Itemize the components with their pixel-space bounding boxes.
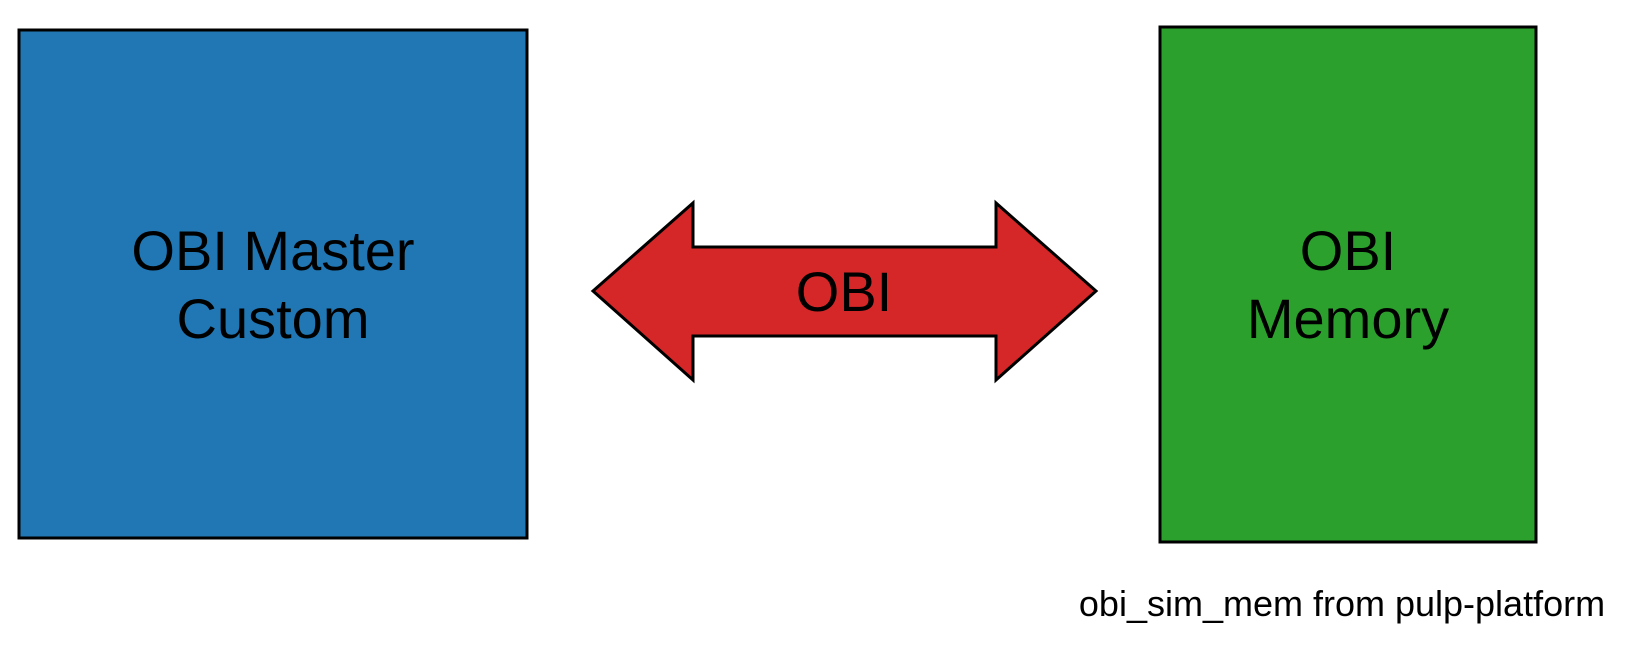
obi-memory-label-line2: Memory	[1247, 287, 1449, 350]
obi-master-block: OBI Master Custom	[17, 28, 529, 540]
obi-master-box	[17, 28, 529, 540]
obi-master-label-line2: Custom	[177, 287, 370, 350]
memory-caption: obi_sim_mem from pulp-platform	[1079, 583, 1605, 624]
obi-memory-box	[1158, 25, 1538, 544]
obi-bus-label: OBI	[796, 260, 892, 323]
obi-memory-block: OBI Memory	[1158, 25, 1538, 544]
double-arrow-shape	[590, 199, 1099, 384]
obi-memory-label-line1: OBI	[1300, 219, 1396, 282]
obi-master-label-line1: OBI Master	[131, 219, 414, 282]
obi-bus-arrow: OBI	[590, 199, 1099, 384]
